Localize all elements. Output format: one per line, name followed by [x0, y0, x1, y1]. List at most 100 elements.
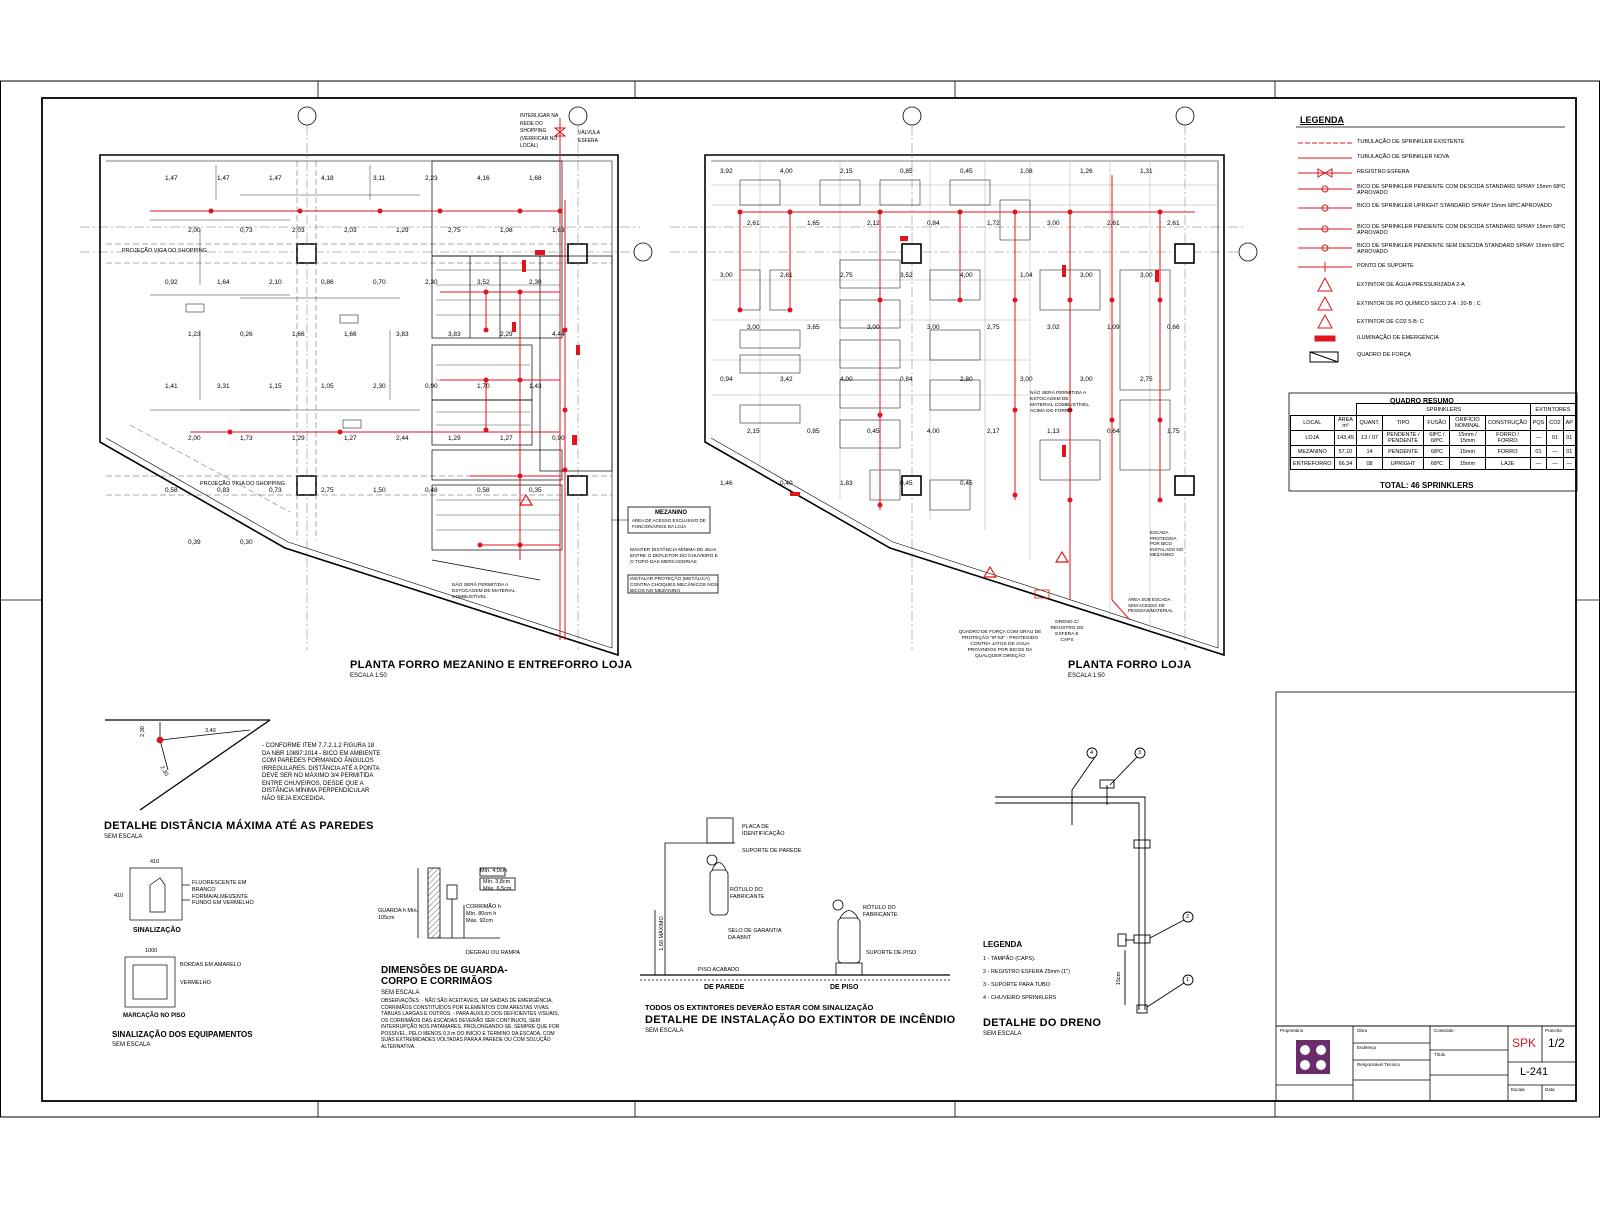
legend-item-label: ILUMINAÇÃO DE EMERGÊNCIA [1357, 335, 1439, 341]
legend-item-label: EXTINTOR DE CO2 5-B: C [1357, 319, 1424, 325]
dimension-label: 0,90 [552, 435, 565, 442]
drain-legend-item-3: 3 - SUPORTE PARA TUBO [983, 982, 1050, 988]
ext-floor-type: DE PISO [830, 984, 859, 991]
dimension-label: 0,90 [425, 383, 438, 390]
legend-item: ILUMINAÇÃO DE EMERGÊNCIA [1295, 333, 1565, 347]
stamp-sheet-label: Prancha [1545, 1028, 1562, 1033]
dimension-label: 2,75 [987, 324, 1000, 331]
dimension-label: 2,75 [321, 487, 334, 494]
signage-title: SINALIZAÇÃO [133, 927, 181, 934]
dimension-label: 0,70 [373, 279, 386, 286]
dimension-label: 1,13 [1047, 428, 1060, 435]
table-cell: PENDENTE / PENDENTE [1381, 430, 1425, 446]
dimension-label: 2,61 [780, 272, 793, 279]
dimension-label: 1,72 [987, 220, 1000, 227]
dimension-label: 1,26 [1080, 168, 1093, 175]
max-distance-title: DETALHE DISTÂNCIA MÁXIMA ATÉ AS PAREDES [104, 820, 374, 832]
equipment-signage-title: SINALIZAÇÃO DOS EQUIPAMENTOS [112, 1030, 253, 1039]
legend-title: LEGENDA [1300, 115, 1345, 125]
dimension-label: 2,61 [1167, 220, 1180, 227]
dimension-label: 0,45 [960, 480, 973, 487]
guardrail-observations: OBSERVAÇÕES: - NÃO SÃO ACEITÁVEIS, EM SA… [381, 998, 560, 1050]
dimension-label: 2,44 [396, 435, 409, 442]
stamp-owner-label: Proprietário [1280, 1028, 1304, 1033]
dimension-label: 1,08 [500, 227, 513, 234]
guardrail-title: DIMENSÕES DE GUARDA-CORPO E CORRIMÃOS [381, 965, 508, 987]
legend-item: EXTINTOR DE ÁGUA PRESSURIZADA 2-A [1295, 280, 1565, 294]
drain-title: DETALHE DO DRENO [983, 1017, 1102, 1029]
drain-detail [995, 747, 1194, 1014]
signage-detail [124, 867, 190, 1008]
stair-protected-note: ESCADA PROTEGIDA POR BICO INSTALADO NO M… [1150, 530, 1184, 557]
ext-floor-label: PISO ACABADO [698, 967, 740, 973]
drain-num-3: 3 [1138, 750, 1142, 756]
dimension-label: 1,04 [1020, 272, 1033, 279]
dimension-label: 1,31 [1140, 168, 1153, 175]
drain-scale: SEM ESCALA [983, 1031, 1022, 1037]
stamp-sheet: 1/2 [1548, 1036, 1565, 1050]
stairs-area-note: ÁREA SOB ESCADA SEM ACESSO DE PESSOAS/MA… [1128, 597, 1173, 613]
summary-column-header: QUANT. [1356, 415, 1383, 431]
summary-title: QUADRO RESUMO [1390, 398, 1454, 405]
dimension-label: 4,16 [477, 175, 490, 182]
dimension-label: 2,30 [425, 279, 438, 286]
frame-ticks [0, 81, 1600, 1117]
stamp-date-label: Data [1545, 1087, 1555, 1092]
dimension-label: 2,03 [344, 227, 357, 234]
max-distance-dim-1: 2,30 [139, 726, 146, 737]
dimension-label: 2,15 [840, 168, 853, 175]
summary-group-extinguishers: EXTINTORES [1529, 403, 1577, 416]
ext-signage-note: TODOS OS EXTINTORES DEVERÃO ESTAR COM SI… [645, 1003, 874, 1012]
table-cell: 15mm [1449, 457, 1486, 470]
dimension-label: 4,00 [927, 428, 940, 435]
dimension-label: 1,73 [240, 435, 253, 442]
dimension-label: 2,10 [269, 279, 282, 286]
mezzanine-plan [80, 106, 719, 657]
dimension-label: 3,42 [780, 376, 793, 383]
dimension-label: 0,40 [780, 480, 793, 487]
table-cell: 13 / 07 [1356, 430, 1383, 446]
mezanino-box-text: ÁREA DE ACESSO EXCLUSIVO DE FUNCIONÁRIOS… [632, 518, 706, 529]
legend-item-label: TUBULAÇÃO DE SPRINKLER NOVA [1357, 154, 1450, 160]
inner-frame [41, 97, 1577, 1102]
step-label: DEGRAU OU RAMPA [466, 950, 520, 956]
drain-num-4: 4 [1090, 750, 1094, 756]
dimension-label: 1,47 [269, 175, 282, 182]
signage-width: 410 [150, 859, 160, 865]
table-cell: 57,10 [1333, 445, 1358, 458]
legend-item-label: BICO DE SPRINKLER PENDENTE COM DESCIDA S… [1357, 184, 1566, 196]
table-cell: PENDENTE [1381, 445, 1425, 458]
drain-legend-item-4: 4 - CHUVEIRO SPRINKLERS [983, 995, 1057, 1001]
mezzanine-plan-title: PLANTA FORRO MEZANINO E ENTREFORRO LOJA [350, 659, 633, 671]
guardrail-min-top: Mín. 4,0cm [480, 868, 508, 874]
dimension-label: 3,00 [867, 324, 880, 331]
extinguisher-title: DETALHE DE INSTALAÇÃO DO EXTINTOR DE INC… [645, 1014, 956, 1026]
legend-item-label: EXTINTOR DE ÁGUA PRESSURIZADA 2-A [1357, 282, 1465, 288]
mezanino-protection-note: INSTALAR PROTEÇÃO (METÁLICA) CONTRA CHOQ… [630, 577, 718, 594]
mezanino-clearance-note: MANTER DISTÂNCIA MÍNIMA DE 45cm ENTRE O … [630, 548, 718, 565]
dimension-label: 3,00 [720, 272, 733, 279]
extinguisher-detail [640, 817, 950, 981]
dimension-label: 1,23 [188, 331, 201, 338]
table-cell: 01 [1562, 430, 1577, 446]
table-cell: 68ºC [1423, 445, 1451, 458]
dimension-label: 3,31 [217, 383, 230, 390]
legend-item-label: QUADRO DE FORÇA [1357, 352, 1412, 358]
floor-mark-title: MARCAÇÃO NO PISO [123, 1013, 186, 1019]
dimension-label: 1,66 [292, 331, 305, 338]
store-plan-scale: ESCALA 1:50 [1068, 673, 1105, 679]
legend-item-label: REGISTRO ESFERA [1357, 169, 1410, 175]
dimension-label: 3,52 [900, 272, 913, 279]
summary-column-header: ORIFÍCIO NOMINAL [1449, 415, 1486, 431]
table-cell: — [1546, 457, 1564, 470]
mezzanine-plan-scale: ESCALA 1:50 [350, 673, 387, 679]
dimension-label: 0,94 [720, 376, 733, 383]
dimension-label: 1,43 [529, 383, 542, 390]
dimension-label: 2,75 [1140, 376, 1153, 383]
dimension-label: 2,29 [500, 331, 513, 338]
drain-num-2: 2 [1186, 914, 1190, 920]
dimension-label: 0,92 [165, 279, 178, 286]
table-cell: LAJE [1484, 457, 1531, 470]
dimension-label: 0,85 [900, 168, 913, 175]
